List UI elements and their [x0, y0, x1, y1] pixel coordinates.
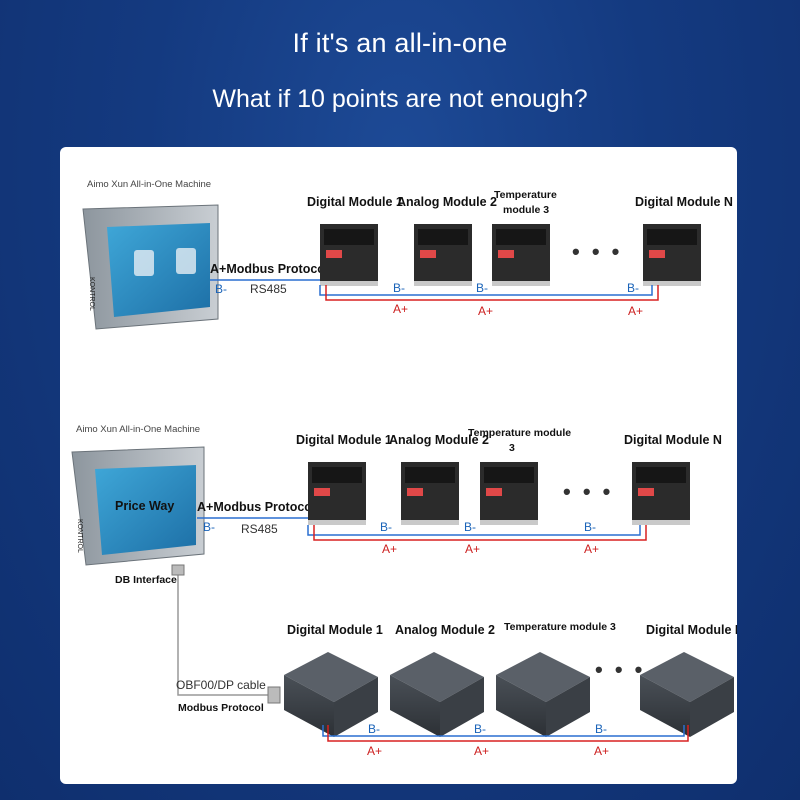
io-module [414, 224, 472, 286]
io-module [492, 224, 550, 286]
wiring-diagram: Aimo Xun All-in-One Machine KONTROL A+Mo… [71, 179, 737, 758]
b-minus-label: B- [215, 282, 227, 296]
module-title-temperature: Temperature module [468, 427, 571, 439]
module-title-digital-1: Digital Module 1 [296, 433, 392, 447]
bus-b-label: B- [474, 722, 486, 736]
dp-cable [177, 567, 272, 696]
module-title-digital-n: Digital Module N [624, 433, 722, 447]
io-module [480, 462, 538, 525]
io-module [632, 462, 690, 525]
bus-b-label: B- [584, 520, 596, 534]
bus-a-label: A+ [474, 744, 489, 758]
plc-title-analog-2: Analog Module 2 [395, 623, 495, 637]
machine-brand-text: KONTROL [76, 519, 83, 553]
rs485-label: RS485 [250, 282, 287, 296]
plc-module [496, 652, 590, 737]
module-title-temperature-3: module 3 [503, 204, 549, 216]
io-module [643, 224, 701, 286]
dp-connector [267, 686, 281, 704]
cable-label: OBF00/DP cable [176, 678, 266, 692]
module-title-temperature: Temperature [494, 189, 557, 201]
io-module [320, 224, 378, 286]
module-title-analog-2: Analog Module 2 [389, 433, 489, 447]
price-way-label: Price Way [115, 499, 174, 513]
bus-b-wire [307, 525, 641, 536]
bus-a-label: A+ [393, 302, 408, 316]
bus-b-wire [319, 285, 653, 296]
rs485-label: RS485 [241, 522, 278, 536]
machine-label: Aimo Xun All-in-One Machine [76, 424, 200, 435]
bus-a-wire [313, 525, 647, 541]
bus-a-label: A+ [367, 744, 382, 758]
db-connector [171, 564, 185, 576]
bus-a-label: A+ [628, 304, 643, 318]
bus-a-label: A+ [478, 304, 493, 318]
plc-title-digital-n: Digital Module N [646, 623, 737, 637]
bus-a-label: A+ [594, 744, 609, 758]
module-title-analog-2: Analog Module 2 [397, 195, 497, 209]
bus-a-label: A+ [382, 542, 397, 556]
db-interface-label: DB Interface [115, 574, 177, 586]
bus-b-label: B- [380, 520, 392, 534]
machine-label: Aimo Xun All-in-One Machine [87, 179, 211, 190]
plc-title-temperature-3: Temperature module 3 [504, 621, 616, 633]
bus-a-wire [325, 285, 659, 301]
plc-module [390, 652, 484, 737]
bus-a-wire [327, 725, 689, 742]
bus-b-label: B- [368, 722, 380, 736]
bus-a-label: A+ [584, 542, 599, 556]
protocol-label: A+Modbus Protocol [210, 262, 328, 276]
bus-a-label: A+ [465, 542, 480, 556]
bus-b-wire [322, 725, 685, 737]
bus-b-label: B- [464, 520, 476, 534]
all-in-one-machine-2: KONTROL [71, 446, 205, 566]
module-title-digital-1: Digital Module 1 [307, 195, 403, 209]
page-title: If it's an all-in-one [292, 28, 508, 58]
diagram-panel: Aimo Xun All-in-One Machine KONTROL A+Mo… [60, 147, 737, 784]
more-modules-dots: • • • [595, 657, 645, 682]
machine-brand-text: KONTROL [88, 277, 95, 311]
more-modules-dots: • • • [563, 479, 613, 504]
plc-title-digital-1: Digital Module 1 [287, 623, 383, 637]
page-subtitle: What if 10 points are not enough? [212, 85, 588, 113]
module-title-temperature-3: 3 [509, 442, 515, 454]
more-modules-dots: • • • [572, 239, 622, 264]
bus-b-label: B- [595, 722, 607, 736]
all-in-one-machine-1: KONTROL [82, 204, 219, 330]
io-module [308, 462, 366, 525]
plc-module [284, 652, 378, 737]
b-minus-label: B- [203, 520, 215, 534]
protocol-label: A+Modbus Protocol [197, 500, 315, 514]
module-title-digital-n: Digital Module N [635, 195, 733, 209]
io-module [401, 462, 459, 525]
bus-b-label: B- [393, 281, 405, 295]
plc-module [640, 652, 734, 737]
bus-b-label: B- [627, 281, 639, 295]
modbus-protocol-label: Modbus Protocol [178, 702, 264, 714]
bus-b-label: B- [476, 281, 488, 295]
